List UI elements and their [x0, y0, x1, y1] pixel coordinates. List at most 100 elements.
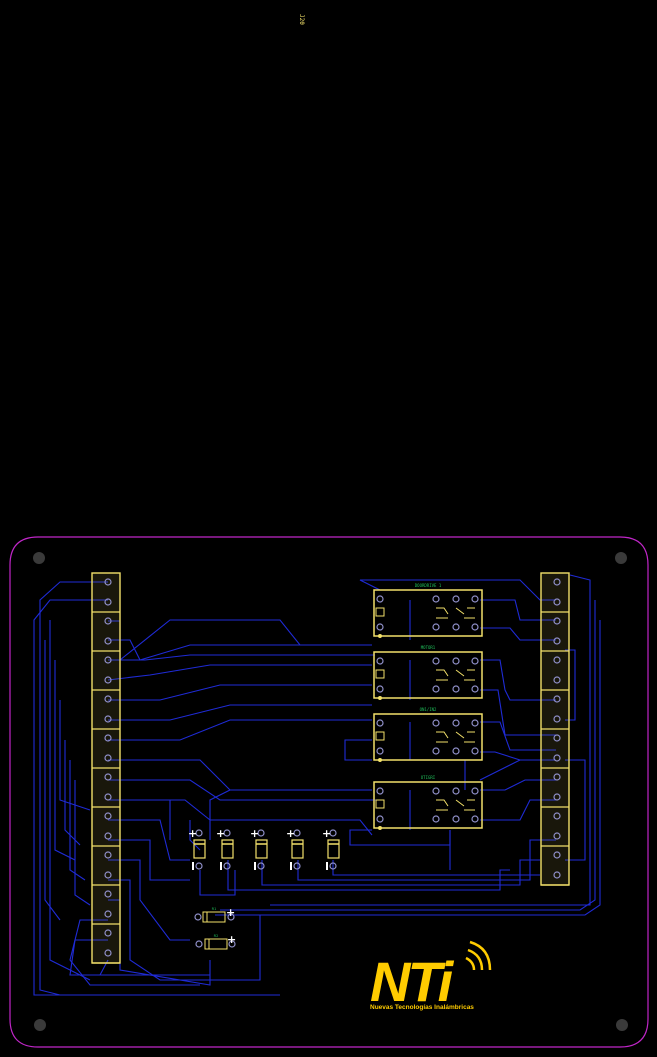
terminal-pad [553, 851, 561, 859]
terminal-pad [104, 734, 112, 742]
relay-pad [452, 595, 460, 603]
relay-pad [376, 657, 384, 665]
resistor-a: + R1 [194, 906, 235, 923]
relay-label: ON1/IN2 [420, 707, 437, 712]
relay-label: MOTOR1 [421, 645, 436, 650]
relay-pad [432, 657, 440, 665]
relay-pad [452, 623, 460, 631]
terminal-block-right [540, 572, 570, 886]
relay-coil [375, 607, 385, 617]
relay-coil [375, 731, 385, 741]
plus-sign: + [322, 827, 331, 840]
terminal-pad [553, 617, 561, 625]
terminal-pad [104, 656, 112, 664]
relay-pad [376, 595, 384, 603]
terminal-pad [104, 871, 112, 879]
relay-label: DOORDRIVE 1 [415, 583, 442, 588]
plus-sign: + [188, 827, 197, 840]
relay-pad [376, 815, 384, 823]
terminal-pad [104, 929, 112, 937]
board-outline [9, 536, 649, 1048]
plus-sign: + [250, 827, 259, 840]
relay-coil [375, 799, 385, 809]
terminal-pad [553, 812, 561, 820]
diode-body [221, 839, 234, 859]
relay-pad [376, 787, 384, 795]
relay-pad [432, 787, 440, 795]
relay-contact-symbol [436, 799, 475, 811]
terminal-pad [104, 695, 112, 703]
relay-contact-symbol [436, 607, 475, 619]
diode-pad [195, 862, 203, 870]
terminal-pad [104, 793, 112, 801]
diode-body [255, 839, 268, 859]
plus-sign: + [226, 906, 235, 919]
mounting-hole-tl [33, 552, 45, 564]
diode-pad [329, 829, 337, 837]
relay-pad [471, 657, 479, 665]
terminal-pad [104, 578, 112, 586]
relay-pad [471, 787, 479, 795]
terminal-pad [553, 637, 561, 645]
terminal-pad [104, 598, 112, 606]
diode-body [291, 839, 304, 859]
relay-pad [471, 685, 479, 693]
relay-pad [452, 787, 460, 795]
diode-pad [329, 862, 337, 870]
terminal-pad [553, 578, 561, 586]
relay-pin1-dot [378, 634, 382, 638]
nti-logo: NTi Nuevas Tecnologías Inalámbricas [370, 940, 492, 1013]
relay-pad [471, 747, 479, 755]
relay-pad [432, 685, 440, 693]
relay-4: OTIGRI [373, 775, 483, 829]
terminal-block-left [91, 572, 121, 964]
relay-pad [376, 685, 384, 693]
terminal-pad [553, 754, 561, 762]
resistor-label: R1 [212, 907, 217, 911]
mounting-hole-br [616, 1019, 628, 1031]
terminal-pad [553, 773, 561, 781]
relay-pad [432, 747, 440, 755]
relay-contact-symbol [436, 731, 475, 743]
relay-pad [432, 719, 440, 727]
relay-pad [471, 719, 479, 727]
relay-pad [452, 719, 460, 727]
diode-pad [223, 829, 231, 837]
relay-2: MOTOR1 [373, 645, 483, 699]
terminal-pad [553, 676, 561, 684]
diode-pad [293, 862, 301, 870]
relay-pad [376, 719, 384, 727]
relay-3: ON1/IN2 [373, 707, 483, 761]
logo-mark: NTi [370, 950, 455, 1013]
terminal-pad [553, 598, 561, 606]
relay-pad [432, 815, 440, 823]
diode-body [193, 839, 206, 859]
relay-pad [471, 623, 479, 631]
diode-pad [293, 829, 301, 837]
relay-pin1-dot [378, 696, 382, 700]
relay-pad [471, 815, 479, 823]
terminal-pad [104, 676, 112, 684]
terminal-pad [553, 871, 561, 879]
diode-pad [257, 829, 265, 837]
terminal-pad [553, 715, 561, 723]
diode-row: +++++ [188, 827, 340, 870]
relay-pad [452, 747, 460, 755]
relay-pad [432, 595, 440, 603]
terminal-pad [553, 656, 561, 664]
diode-body [327, 839, 340, 859]
relay-pad [432, 623, 440, 631]
terminal-pad [104, 812, 112, 820]
relay-symbols [375, 595, 479, 830]
relay-group: DOORDRIVE 1 MOTOR1 ON1/IN2 OTIGRI [373, 583, 483, 829]
terminal-pad [104, 949, 112, 957]
wireless-signal-icon [465, 940, 492, 971]
terminal-pad [104, 832, 112, 840]
relay-pin1-dot [378, 826, 382, 830]
relay-pad [452, 657, 460, 665]
resistor-label: R2 [214, 934, 219, 938]
terminal-pad [104, 910, 112, 918]
relay-contact-symbol [436, 669, 475, 681]
terminal-pad [104, 637, 112, 645]
